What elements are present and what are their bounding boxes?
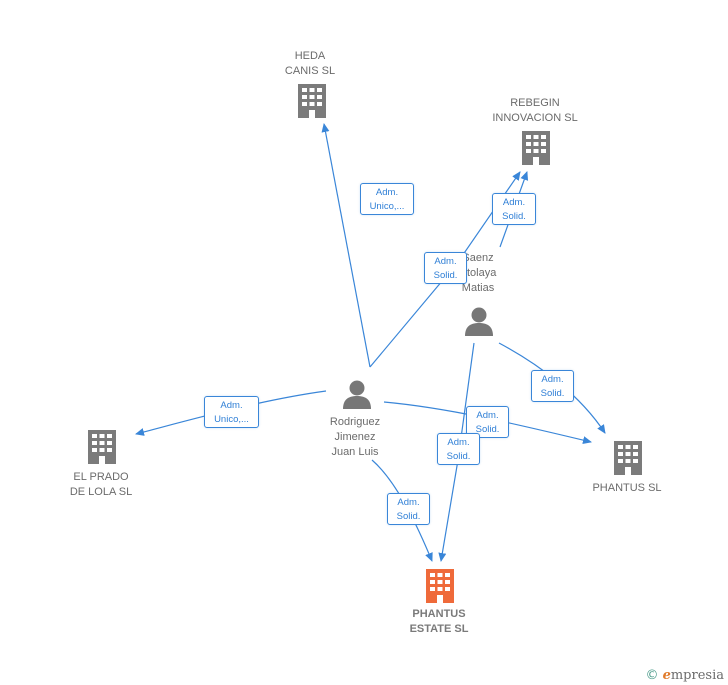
brand-name: mpresia [670,668,724,683]
elprado-building-icon[interactable] [88,430,116,464]
edge-rodriguez-heda [321,123,371,368]
edge-label-rodriguez-phantus[interactable]: Adm. Solid. [466,406,509,438]
edge-label-heda[interactable]: Adm. Unico,... [360,183,414,215]
brand-logo-e: e [662,668,671,683]
phantus-building-icon[interactable] [614,441,642,475]
rodriguez-person-icon[interactable] [343,380,371,410]
edge-label-saenz-estate[interactable]: Adm. Solid. [437,433,480,465]
saenz-person-icon[interactable] [465,307,493,337]
rebegin-label[interactable]: REBEGIN INNOVACION SL [492,97,578,124]
rodriguez-label[interactable]: Rodriguez Jimenez Juan Luis [329,416,381,458]
phantus-label[interactable]: PHANTUS SL [592,482,662,494]
rebegin-building-icon[interactable] [522,131,550,165]
copyright-icon: © [645,668,659,683]
edge-label-rebegin-rodriguez[interactable]: Adm. Solid. [424,252,467,284]
brand-watermark: © empresia [645,668,724,683]
estate-building-icon[interactable] [426,569,454,603]
edge-label-saenz-phantus[interactable]: Adm. Solid. [531,370,574,402]
edge-label-elprado[interactable]: Adm. Unico,... [204,396,259,428]
edge-label-rebegin-saenz[interactable]: Adm. Solid. [492,193,536,225]
heda-building-icon[interactable] [298,84,326,118]
elprado-label[interactable]: EL PRADO DE LOLA SL [69,471,133,498]
estate-label[interactable]: PHANTUS ESTATE SL [409,608,469,635]
edge-label-rodriguez-estate[interactable]: Adm. Solid. [387,493,430,525]
heda-label[interactable]: HEDA CANIS SL [284,50,336,77]
saenz-label[interactable]: Saenz Atolaya Matias [459,252,497,294]
